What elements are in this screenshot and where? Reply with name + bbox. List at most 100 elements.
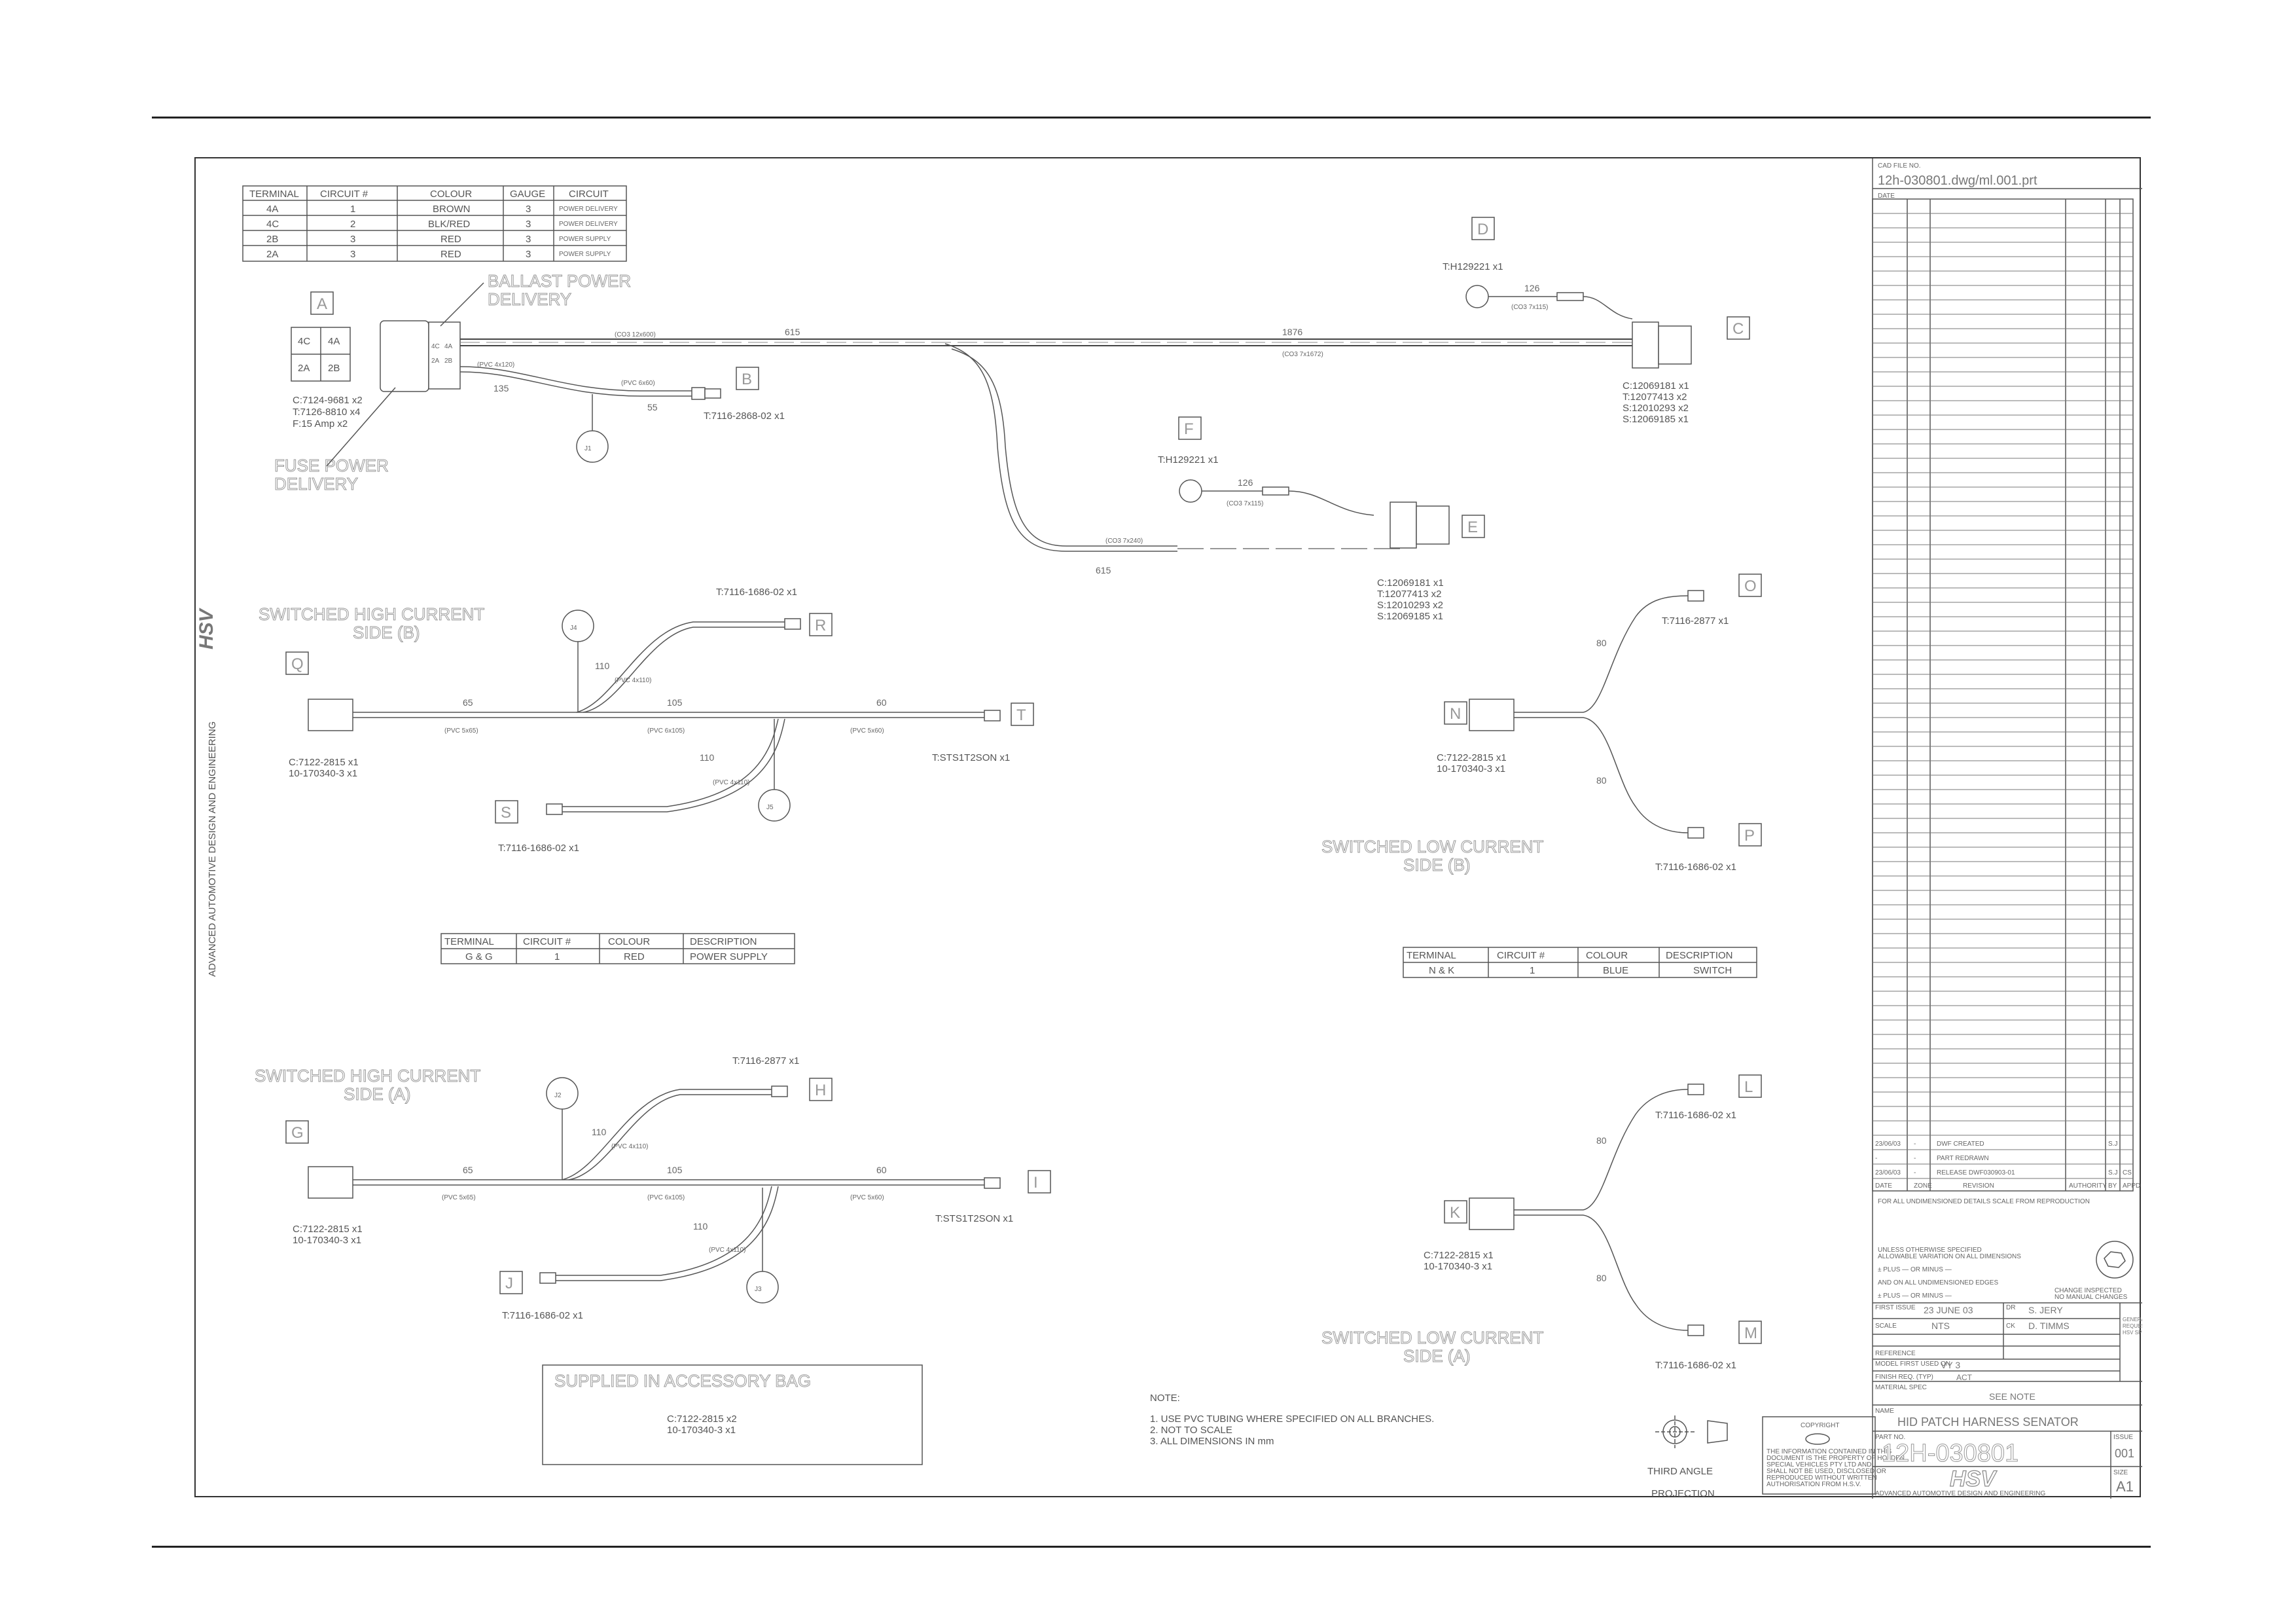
dim-126-f: 126 xyxy=(1238,477,1253,488)
drawn-value: S. JERY xyxy=(2028,1305,2063,1315)
first-issue-value: 23 JUNE 03 xyxy=(1924,1305,1973,1315)
connector-q-body xyxy=(308,699,353,731)
main-pin-4c: 4C xyxy=(431,343,440,350)
high-a-dim-105: 105 xyxy=(667,1165,683,1175)
ct-header-circuit: CIRCUIT # xyxy=(320,189,368,200)
rev2-revision: PART REDRAWN xyxy=(1937,1155,1989,1162)
low-b-dim-80-up: 80 xyxy=(1596,638,1607,648)
connector-g-part-1: C:7122-2815 x1 xyxy=(293,1224,363,1235)
ct-header-gauge: GAUGE xyxy=(510,189,545,200)
accessory-bag-box: SUPPLIED IN ACCESSORY BAG C:7122-2815 x2… xyxy=(542,1364,923,1465)
high-b-dim-110-up: 110 xyxy=(595,661,610,671)
dim-615-bottom: 615 xyxy=(1096,565,1111,575)
high-a-sleeve-60: (PVC 5x60) xyxy=(850,1194,884,1201)
nk-header-description: DESCRIPTION xyxy=(1666,950,1733,961)
low-current-b: O T:7116-2877 x1 N C:7122-2815 x1 10-170… xyxy=(1321,574,1762,875)
ct-r2-circuit: 2 xyxy=(350,219,355,230)
connector-e-part-2: T:12077413 x2 xyxy=(1377,589,1441,600)
copyright-line-6: AUTHORISATION FROM H.S.V. xyxy=(1767,1481,1861,1488)
tol-note: FOR ALL UNDIMENSIONED DETAILS SCALE FROM… xyxy=(1878,1198,2090,1205)
connector-p-label: P xyxy=(1744,827,1755,845)
high-a-dim-110-up: 110 xyxy=(592,1127,607,1137)
checked-label: CK xyxy=(2006,1322,2015,1330)
copyright-line-1: THE INFORMATION CONTAINED IN THIS xyxy=(1767,1448,1892,1455)
ct-r3-gauge: 3 xyxy=(526,234,531,245)
projection-symbol: THIRD ANGLE PROJECTION xyxy=(1647,1415,1728,1499)
notes-block: NOTE: 1. USE PVC TUBING WHERE SPECIFIED … xyxy=(1150,1393,1434,1447)
connector-l-label: L xyxy=(1744,1078,1753,1096)
connector-g-label: G xyxy=(291,1124,304,1142)
connector-p-part: T:7116-1686-02 x1 xyxy=(1655,862,1736,873)
revision-grid xyxy=(1872,198,2134,1192)
drawing-sheet: TERMINAL CIRCUIT # COLOUR GAUGE CIRCUIT … xyxy=(194,157,2177,1499)
first-issue-label: FIRST ISSUE xyxy=(1875,1304,1916,1311)
table-qs: TERMINAL CIRCUIT # COLOUR DESCRIPTION G … xyxy=(440,933,795,964)
junction-j5-label: J5 xyxy=(766,804,774,811)
connector-a-part-3: F:15 Amp x2 xyxy=(293,418,348,429)
note-1: 1. USE PVC TUBING WHERE SPECIFIED ON ALL… xyxy=(1150,1413,1434,1425)
ct-r1-gauge: 3 xyxy=(526,204,531,215)
ct-header-circuit-name: CIRCUIT xyxy=(569,189,609,200)
connector-a-label: A xyxy=(317,295,327,313)
low-a-dim-80-down: 80 xyxy=(1596,1273,1607,1283)
ct-r1-colour: BROWN xyxy=(433,204,471,215)
model-label: MODEL FIRST USED ON xyxy=(1875,1360,1950,1368)
connector-b-label: B xyxy=(742,371,752,388)
connector-q-label: Q xyxy=(291,655,304,673)
copyright-line-4: SHALL NOT BE USED, DISCLOSED OR xyxy=(1767,1468,1886,1475)
qs-row-description: POWER SUPPLY xyxy=(690,951,768,962)
part-no-label: PART NO. xyxy=(1875,1434,1905,1441)
high-a-title-1: SWITCHED HIGH CURRENT xyxy=(255,1066,480,1085)
ct-r4-circuit-name: POWER SUPPLY xyxy=(559,251,611,258)
rev1-by: S.J xyxy=(2108,1140,2117,1148)
connector-s-label: S xyxy=(501,804,511,822)
top-border-rule xyxy=(152,117,2151,119)
ct-r3-colour: RED xyxy=(440,234,461,245)
sleeve-co3-115-f: (CO3 7x115) xyxy=(1227,500,1264,507)
title-block: CAD FILE NO. 12h-030801.dwg/ml.001.prt D… xyxy=(1872,158,2177,1499)
rev-header-revision: REVISION xyxy=(1963,1182,1994,1190)
title-block-logo: HSV xyxy=(1950,1467,1998,1491)
qs-header-circuit: CIRCUIT # xyxy=(523,936,571,947)
nk-row-circuit: 1 xyxy=(1530,965,1535,976)
connector-n-part-1: C:7122-2815 x1 xyxy=(1437,752,1507,763)
rev3-date: 23/06/03 xyxy=(1875,1169,1901,1176)
unless-3: ± PLUS — OR MINUS — xyxy=(1878,1266,1952,1273)
high-b-dim-105: 105 xyxy=(667,697,683,708)
connector-m-label: M xyxy=(1744,1324,1757,1342)
low-current-a: L T:7116-1686-02 x1 K C:7122-2815 x1 10-… xyxy=(1321,1074,1762,1371)
size-value: A1 xyxy=(2116,1478,2134,1495)
pin-grid-4c: 4C xyxy=(298,336,310,347)
main-harness: 4C 4A 2A 2B 615 1876 (CO3 12x600) (CO3 7… xyxy=(274,217,1750,622)
pin-grid-2b: 2B xyxy=(328,363,340,374)
connector-c-body xyxy=(1632,321,1659,369)
junction-j2 xyxy=(546,1077,579,1110)
ct-r3-terminal: 2B xyxy=(266,234,278,245)
high-a-title-2: SIDE (A) xyxy=(344,1084,411,1104)
sleeve-co3-115-d: (CO3 7x115) xyxy=(1511,304,1549,311)
copyright-line-2: DOCUMENT IS THE PROPERTY OF HOLDEN xyxy=(1767,1455,1905,1462)
issue-label: ISSUE xyxy=(2113,1434,2133,1441)
connector-o-part: T:7116-2877 x1 xyxy=(1662,615,1729,627)
dim-615-top: 615 xyxy=(785,327,800,337)
connector-e-part-4: S:12069185 x1 xyxy=(1377,611,1443,622)
low-a-dim-80-up: 80 xyxy=(1596,1135,1607,1146)
rev1-zone: - xyxy=(1914,1140,1916,1148)
dim-126-d: 126 xyxy=(1524,283,1540,293)
junction-j4-label: J4 xyxy=(570,625,577,632)
high-a-dim-60: 60 xyxy=(876,1165,887,1175)
ct-header-terminal: TERMINAL xyxy=(249,189,299,200)
dim-1876: 1876 xyxy=(1282,327,1302,337)
low-a-title-1: SWITCHED LOW CURRENT xyxy=(1321,1328,1544,1347)
connector-e-label: E xyxy=(1467,519,1478,536)
connector-q-part-2: 10-170340-3 x1 xyxy=(289,768,357,779)
rev3-by: S.J xyxy=(2108,1169,2117,1176)
scale-label: SCALE xyxy=(1875,1322,1897,1330)
low-b-title-1: SWITCHED LOW CURRENT xyxy=(1321,837,1544,856)
side-branding: ADVANCED AUTOMOTIVE DESIGN AND ENGINEERI… xyxy=(196,607,218,977)
connector-n-part-2: 10-170340-3 x1 xyxy=(1437,763,1505,775)
connector-d-part: T:H129221 x1 xyxy=(1443,261,1503,272)
issue-value: 001 xyxy=(2115,1447,2134,1460)
high-b-sleeve-60: (PVC 5x60) xyxy=(850,727,884,735)
ct-r4-colour: RED xyxy=(440,249,461,260)
